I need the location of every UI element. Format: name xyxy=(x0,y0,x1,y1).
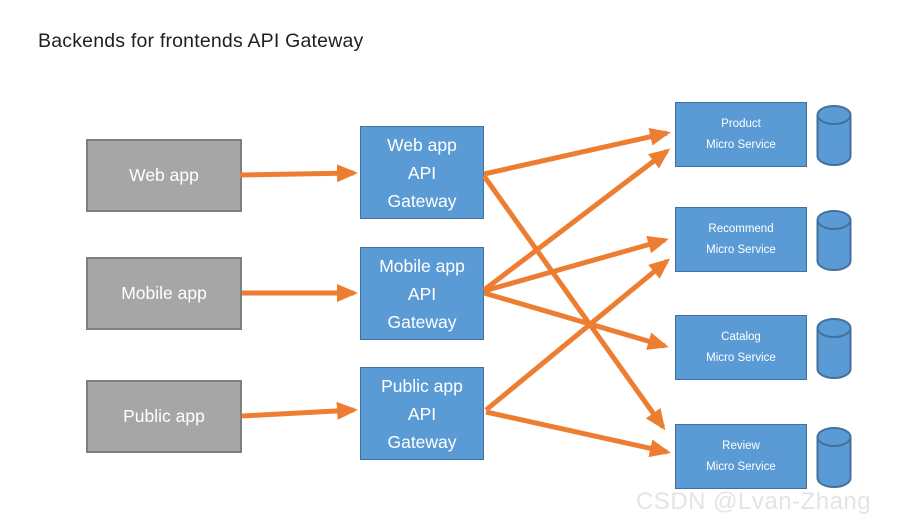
app-label: Mobile app xyxy=(121,283,207,303)
service-box-product: Product Micro Service xyxy=(675,102,807,167)
gateway-box-public: Public app API Gateway xyxy=(360,367,484,460)
gateway-label-line: Gateway xyxy=(387,431,457,452)
service-label-line: Review xyxy=(722,439,760,452)
service-label-line: Micro Service xyxy=(706,138,776,151)
watermark: CSDN @Lvan-Zhang xyxy=(636,488,872,515)
service-label-line: Product xyxy=(721,117,761,130)
app-label: Public app xyxy=(123,406,205,426)
app-box-public: Public app xyxy=(86,380,242,453)
gateway-label-line: Public app xyxy=(381,375,463,396)
arrow-web-gateway-to-product-service xyxy=(483,127,671,177)
page-title: Backends for frontends API Gateway xyxy=(38,30,364,52)
service-box-review: Review Micro Service xyxy=(675,424,807,489)
service-label-line: Catalog xyxy=(721,330,761,343)
arrow-mobile-gateway-to-recommend-service xyxy=(483,235,669,294)
gateway-label-line: API xyxy=(407,162,437,183)
gateway-label-line: API xyxy=(407,403,437,424)
arrow-web-gateway-to-review-service xyxy=(481,174,666,431)
app-box-web: Web app xyxy=(86,139,242,212)
gateway-box-web: Web app API Gateway xyxy=(360,126,484,219)
service-label-line: Recommend xyxy=(708,222,774,235)
database-cylinder-icon xyxy=(816,318,852,379)
arrow-web-app-to-web-gateway xyxy=(239,164,358,183)
service-label-line: Micro Service xyxy=(706,243,776,256)
gateway-label-line: Gateway xyxy=(387,190,457,211)
arrow-public-gateway-to-recommend-service xyxy=(484,258,671,412)
service-label-line: Micro Service xyxy=(706,351,776,364)
database-cylinder-icon xyxy=(816,105,852,166)
gateway-label-line: API xyxy=(407,283,437,304)
service-label-line: Micro Service xyxy=(706,460,776,473)
gateway-label-line: Mobile app xyxy=(379,255,465,276)
app-label: Web app xyxy=(129,165,199,185)
arrow-public-gateway-to-review-service xyxy=(485,409,671,458)
arrow-mobile-gateway-to-product-service xyxy=(482,148,671,292)
service-box-catalog: Catalog Micro Service xyxy=(675,315,807,380)
service-box-recommend: Recommend Micro Service xyxy=(675,207,807,272)
database-cylinder-icon xyxy=(816,210,852,271)
arrow-public-app-to-public-gateway xyxy=(241,401,358,420)
gateway-label-line: Gateway xyxy=(387,311,457,332)
database-cylinder-icon xyxy=(816,427,852,488)
arrow-mobile-gateway-to-catalog-service xyxy=(483,290,669,350)
gateway-label-line: Web app xyxy=(387,134,457,155)
gateway-box-mobile: Mobile app API Gateway xyxy=(360,247,484,340)
app-box-mobile: Mobile app xyxy=(86,257,242,330)
